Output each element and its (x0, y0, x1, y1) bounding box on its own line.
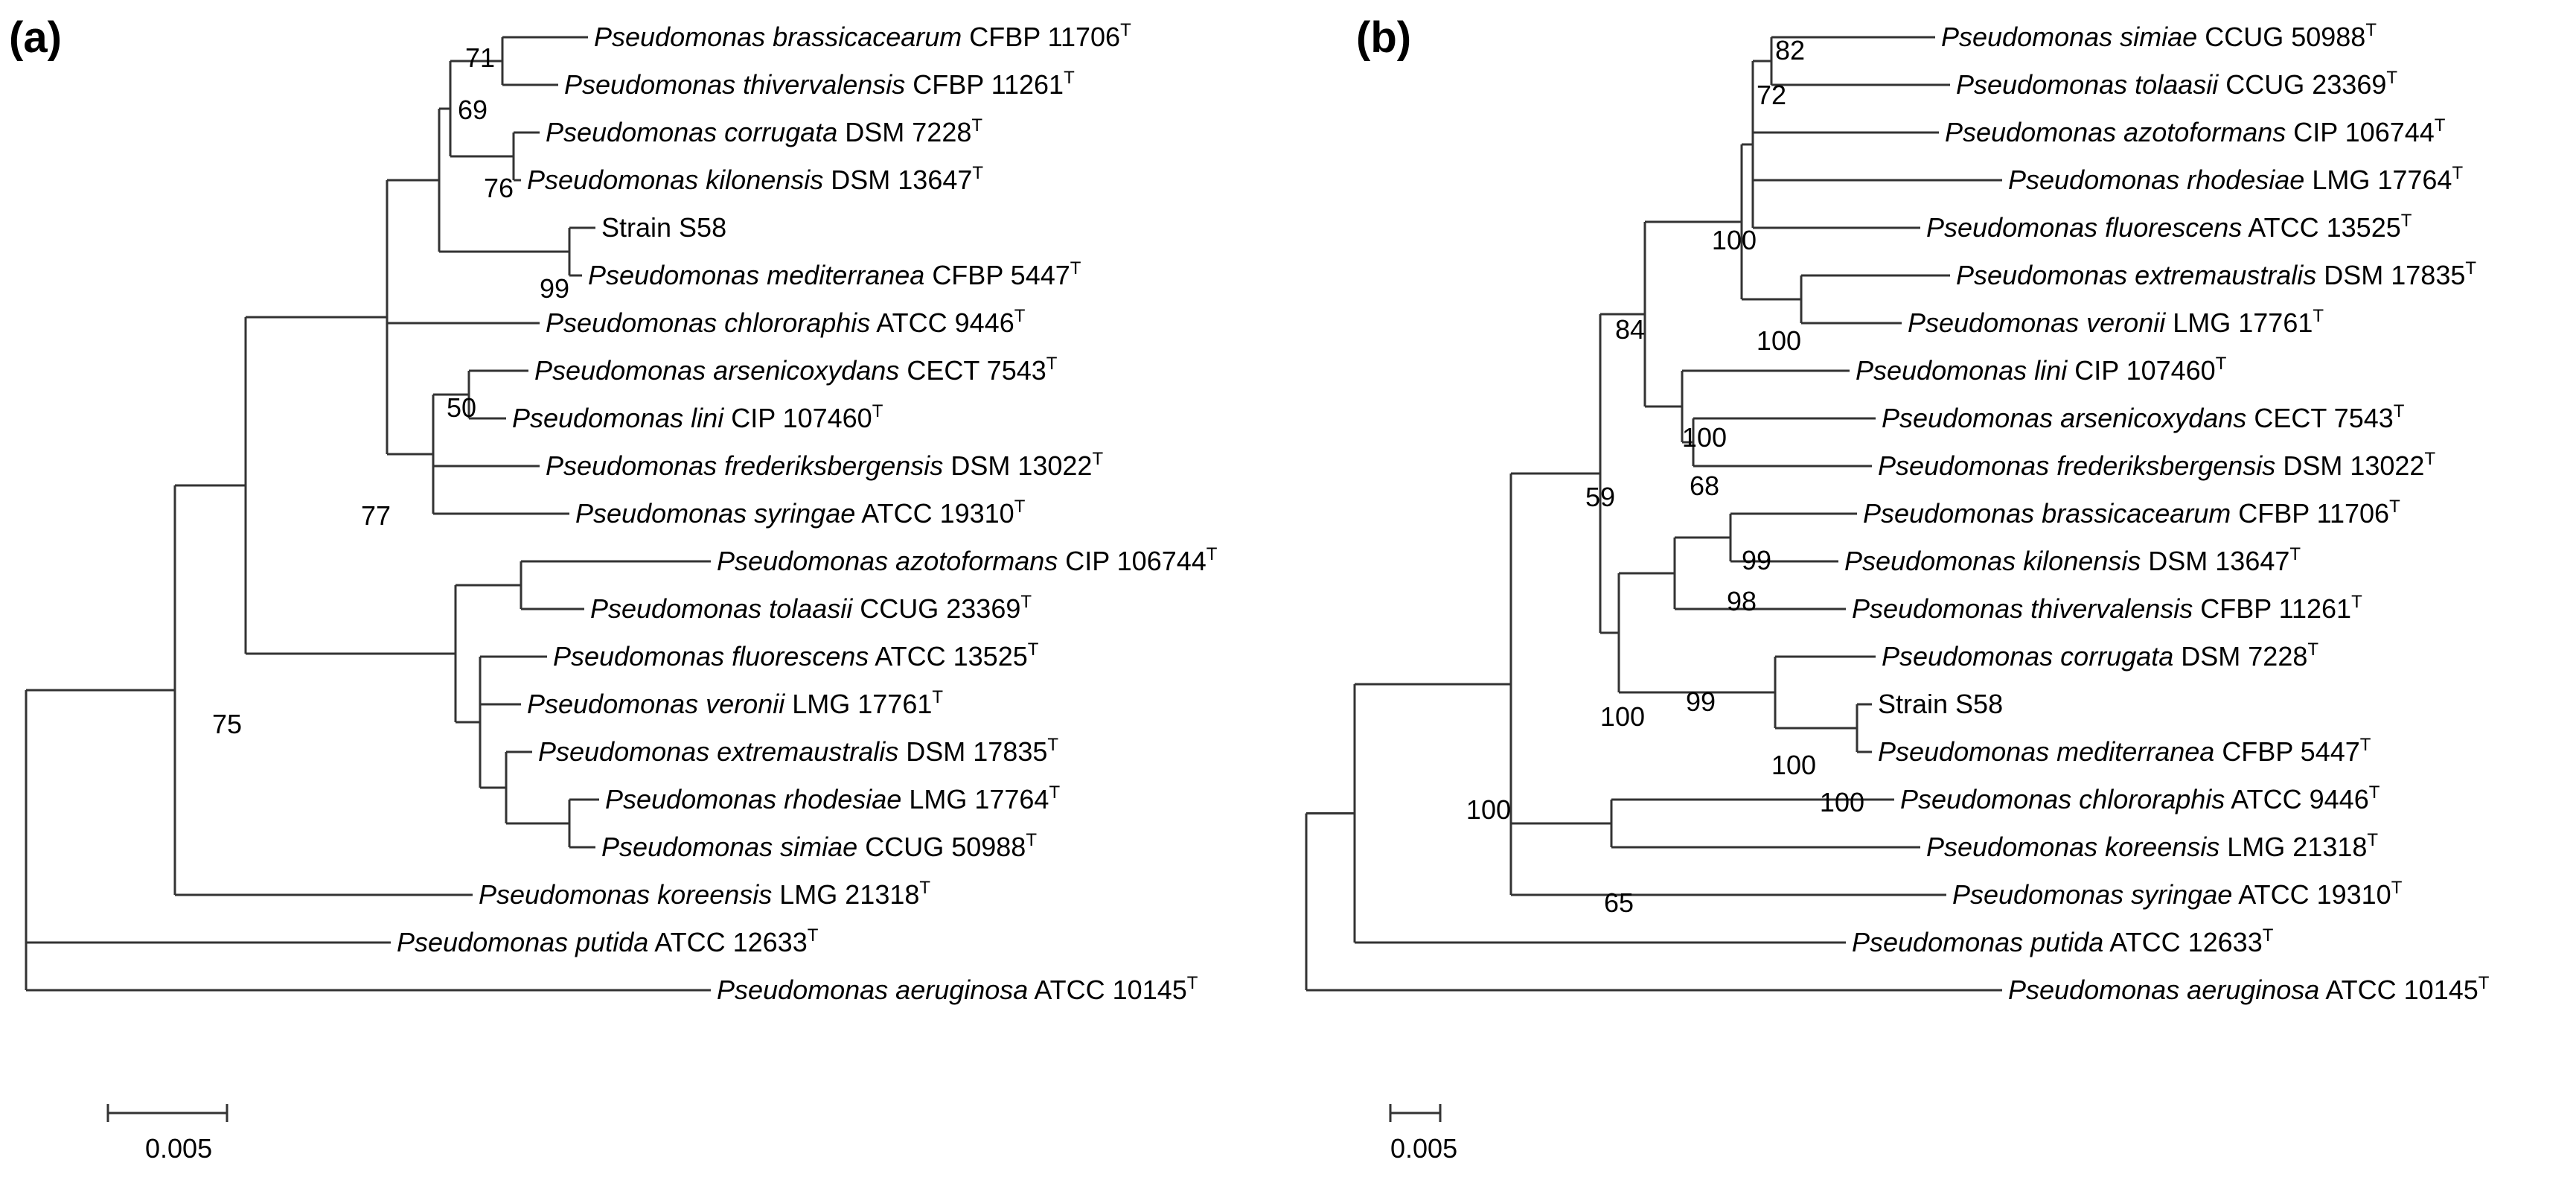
bootstrap-b-14: 65 (1604, 887, 1634, 918)
bootstrap-b-8: 99 (1742, 545, 1771, 575)
leaf-label-a-11: Pseudomonas azotoformans CIP 106744T (717, 544, 1218, 576)
leaf-label-a-5: Pseudomonas mediterranea CFBP 5447T (588, 258, 1081, 290)
bootstrap-a-4: 50 (447, 392, 476, 423)
bootstrap-b-1: 72 (1757, 80, 1786, 110)
leaf-label-b-13: Pseudomonas corrugata DSM 7228T (1882, 640, 2318, 672)
bootstrap-b-0: 82 (1775, 35, 1805, 66)
bootstrap-b-9: 98 (1727, 586, 1757, 616)
leaf-label-a-13: Pseudomonas fluorescens ATCC 13525T (553, 640, 1039, 672)
leaf-label-b-9: Pseudomonas frederiksbergensis DSM 13022… (1878, 449, 2435, 481)
leaf-label-a-14: Pseudomonas veronii LMG 17761T (527, 687, 943, 719)
leaf-label-b-6: Pseudomonas veronii LMG 17761T (1908, 306, 2324, 338)
bootstrap-a-6: 75 (212, 709, 242, 739)
bootstrap-b-12: 100 (1820, 787, 1864, 817)
leaf-label-a-2: Pseudomonas corrugata DSM 7228T (546, 115, 982, 147)
bootstrap-b-13: 100 (1600, 701, 1645, 732)
bootstrap-b-7: 59 (1585, 482, 1615, 512)
scale-bar-a-label: 0.005 (145, 1133, 212, 1164)
leaf-label-a-15: Pseudomonas extremaustralis DSM 17835T (538, 735, 1058, 767)
leaf-label-b-7: Pseudomonas lini CIP 107460T (1856, 354, 2227, 386)
leaf-label-b-14: Strain S58 (1878, 689, 2003, 719)
leaf-label-a-17: Pseudomonas simiae CCUG 50988T (601, 830, 1037, 862)
leaf-label-a-9: Pseudomonas frederiksbergensis DSM 13022… (546, 449, 1103, 481)
bootstrap-a-5: 77 (361, 500, 391, 531)
bootstrap-a-1: 69 (458, 95, 488, 125)
leaf-label-b-11: Pseudomonas kilonensis DSM 13647T (1844, 544, 2301, 576)
bootstrap-b-4: 84 (1615, 314, 1645, 345)
leaf-label-b-3: Pseudomonas rhodesiae LMG 17764T (2008, 163, 2463, 195)
leaf-label-a-3: Pseudomonas kilonensis DSM 13647T (527, 163, 983, 195)
leaf-label-a-12: Pseudomonas tolaasii CCUG 23369T (590, 592, 1032, 624)
leaf-label-b-16: Pseudomonas chlororaphis ATCC 9446T (1900, 782, 2380, 814)
leaf-label-b-19: Pseudomonas putida ATCC 12633T (1852, 925, 2274, 957)
leaf-label-a-1: Pseudomonas thivervalensis CFBP 11261T (564, 68, 1075, 100)
leaf-label-b-15: Pseudomonas mediterranea CFBP 5447T (1878, 735, 2371, 767)
leaf-label-a-10: Pseudomonas syringae ATCC 19310T (575, 497, 1026, 529)
leaf-label-b-2: Pseudomonas azotoformans CIP 106744T (1945, 115, 2446, 147)
bootstrap-b-15: 100 (1466, 794, 1511, 825)
leaf-label-a-18: Pseudomonas koreensis LMG 21318T (479, 878, 930, 910)
scale-bar-b: 0.005 (1389, 1104, 1457, 1164)
bootstrap-b-3: 100 (1757, 325, 1801, 356)
bootstrap-b-6: 68 (1690, 471, 1719, 501)
leaf-label-a-6: Pseudomonas chlororaphis ATCC 9446T (546, 306, 1026, 338)
leaf-label-a-20: Pseudomonas aeruginosa ATCC 10145T (717, 973, 1198, 1005)
leaf-label-b-8: Pseudomonas arsenicoxydans CECT 7543T (1882, 401, 2405, 433)
tree-panel-a: Pseudomonas brassicacearum CFBP 11706T Ps… (25, 20, 1218, 1005)
panel-b-label: (b) (1356, 13, 1411, 62)
leaf-label-b-10: Pseudomonas brassicacearum CFBP 11706T (1863, 497, 2400, 529)
leaf-label-a-16: Pseudomonas rhodesiae LMG 17764T (605, 782, 1060, 814)
leaf-label-a-8: Pseudomonas lini CIP 107460T (512, 401, 883, 433)
bootstrap-a-2: 76 (484, 173, 514, 203)
leaf-label-b-20: Pseudomonas aeruginosa ATCC 10145T (2008, 973, 2490, 1005)
leaf-label-a-0: Pseudomonas brassicacearum CFBP 11706T (594, 20, 1131, 52)
bootstrap-a-0: 71 (465, 42, 495, 73)
bootstrap-b-2: 100 (1712, 225, 1757, 255)
leaf-label-b-18: Pseudomonas syringae ATCC 19310T (1952, 878, 2403, 910)
bootstrap-a-3: 99 (540, 273, 569, 304)
bootstrap-b-5: 100 (1682, 422, 1727, 453)
bootstrap-b-11: 100 (1771, 750, 1816, 780)
leaf-label-b-5: Pseudomonas extremaustralis DSM 17835T (1956, 258, 2476, 290)
leaf-label-a-4: Strain S58 (601, 212, 726, 243)
leaf-label-a-19: Pseudomonas putida ATCC 12633T (397, 925, 819, 957)
leaf-label-b-0: Pseudomonas simiae CCUG 50988T (1941, 20, 2377, 52)
leaf-label-a-7: Pseudomonas arsenicoxydans CECT 7543T (534, 354, 1058, 386)
leaf-label-b-1: Pseudomonas tolaasii CCUG 23369T (1956, 68, 2397, 100)
scale-bar-b-label: 0.005 (1390, 1133, 1457, 1164)
tree-panel-b: Pseudomonas simiae CCUG 50988T Pseudomona… (1305, 20, 2490, 1005)
panel-a-label: (a) (9, 13, 62, 62)
leaf-label-b-17: Pseudomonas koreensis LMG 21318T (1926, 830, 2378, 862)
bootstrap-b-10: 99 (1686, 686, 1716, 717)
leaf-label-b-4: Pseudomonas fluorescens ATCC 13525T (1926, 211, 2412, 243)
leaf-label-b-12: Pseudomonas thivervalensis CFBP 11261T (1852, 592, 2362, 624)
scale-bar-a: 0.005 (106, 1104, 228, 1164)
